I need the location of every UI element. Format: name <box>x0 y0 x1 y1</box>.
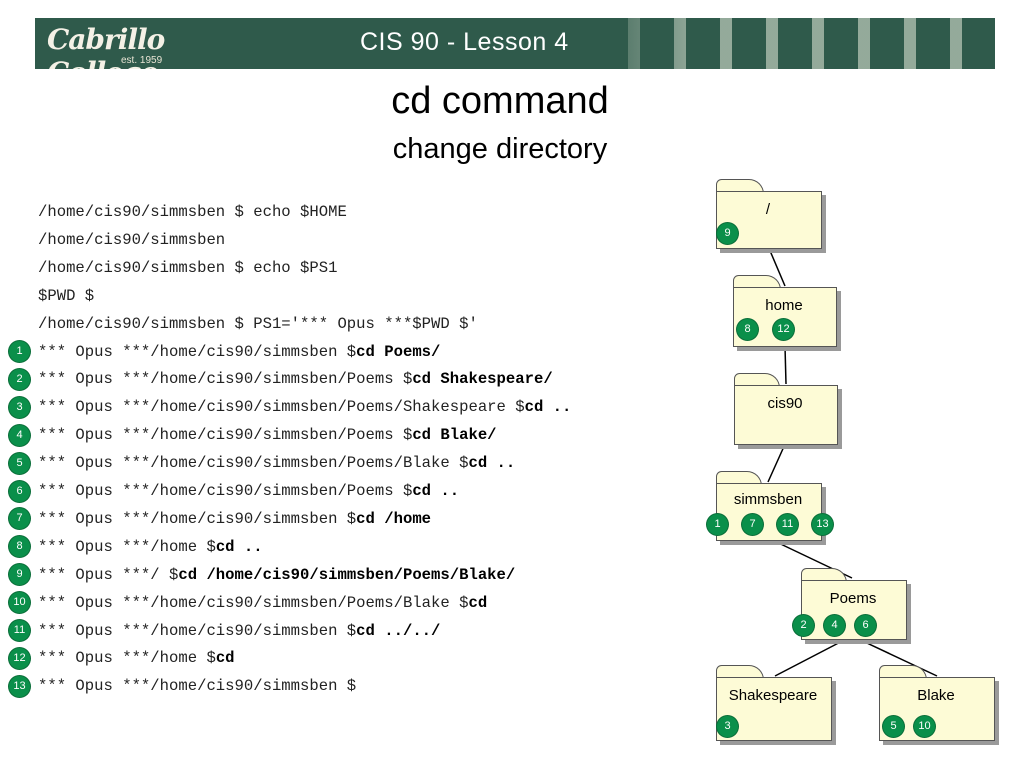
logo-text: Cabrillo College <box>47 23 165 69</box>
terminal-prompt: $PWD $ <box>38 286 95 305</box>
folder-cis90: cis90 <box>734 373 842 449</box>
step-number-badge: 13 <box>812 514 833 535</box>
folder-label: simmsben <box>733 491 803 508</box>
step-number-badge: 6 <box>855 615 876 636</box>
folder-blake: Blake <box>879 665 999 745</box>
terminal-line: /home/cis90/simmsben $ echo $HOME <box>38 200 347 224</box>
terminal-line: *** Opus ***/home/cis90/simmsben/Poems $… <box>38 367 553 391</box>
terminal-line: *** Opus ***/home/cis90/simmsben/Poems $… <box>38 423 497 447</box>
terminal-line: *** Opus ***/home/cis90/simmsben/Poems/S… <box>38 395 571 419</box>
step-number-badge: 4 <box>9 424 30 446</box>
terminal-command: cd .. <box>468 454 516 473</box>
college-logo: Cabrillo College est. 1959 <box>41 22 239 69</box>
terminal-prompt: /home/cis90/simmsben $ echo $HOME <box>38 203 347 221</box>
folder-label: Shakespeare <box>728 687 818 704</box>
step-number-badge: 8 <box>737 319 758 340</box>
terminal-prompt: /home/cis90/simmsben $ PS1='*** Opus ***… <box>38 314 478 333</box>
terminal-prompt: *** Opus ***/home $ <box>38 537 216 556</box>
folder-body-icon <box>734 385 838 445</box>
terminal-prompt: *** Opus ***/home/cis90/simmsben/Poems $ <box>38 482 413 500</box>
step-number-badge: 2 <box>9 368 30 390</box>
step-number-badge: 9 <box>717 223 738 244</box>
step-number-badge: 3 <box>9 396 30 418</box>
header-banner: Cabrillo College est. 1959 CIS 90 - Less… <box>35 18 995 69</box>
terminal-prompt: *** Opus ***/home/cis90/simmsben $ <box>38 621 357 640</box>
terminal-prompt: *** Opus ***/home/cis90/simmsben $ <box>38 342 357 361</box>
folder-body-icon <box>716 483 822 541</box>
terminal-line: $PWD $ <box>38 284 94 308</box>
terminal-command: cd <box>468 593 488 612</box>
step-number-badge: 6 <box>9 480 30 502</box>
folder-body-icon <box>801 580 907 640</box>
terminal-prompt: *** Opus ***/home/cis90/simmsben/Poems/B… <box>38 454 469 473</box>
step-number-badge: 2 <box>793 615 814 636</box>
step-number-badge: 7 <box>9 508 30 530</box>
banner-fade <box>575 18 695 69</box>
terminal-prompt: *** Opus ***/home/cis90/simmsben $ <box>38 677 357 696</box>
terminal-line: *** Opus ***/ $cd /home/cis90/simmsben/P… <box>38 563 515 587</box>
terminal-line: *** Opus ***/home/cis90/simmsben/Poems/B… <box>38 591 487 615</box>
folder-label: home <box>765 297 803 314</box>
step-number-badge: 5 <box>9 452 30 474</box>
folder-label: / <box>765 201 771 218</box>
terminal-command: cd <box>215 649 235 668</box>
terminal-line: *** Opus ***/home/cis90/simmsben/Poems $… <box>38 479 459 503</box>
logo-est: est. 1959 <box>121 55 163 66</box>
terminal-prompt: /home/cis90/simmsben <box>38 230 226 249</box>
step-number-badge: 8 <box>9 536 30 558</box>
step-number-badge: 10 <box>9 592 30 614</box>
step-number-badge: 9 <box>9 564 30 586</box>
terminal-prompt: *** Opus ***/home/cis90/simmsben/Poems/B… <box>38 593 469 612</box>
terminal-line: *** Opus ***/home/cis90/simmsben/Poems/B… <box>38 451 515 475</box>
terminal-prompt: *** Opus ***/ $ <box>38 565 179 584</box>
terminal-command: cd /home/cis90/simmsben/Poems/Blake/ <box>178 565 516 584</box>
terminal-line: *** Opus ***/home/cis90/simmsben $cd Poe… <box>38 340 440 364</box>
terminal-line: *** Opus ***/home/cis90/simmsben $cd /ho… <box>38 507 431 531</box>
terminal-line: /home/cis90/simmsben $ PS1='*** Opus ***… <box>38 312 478 336</box>
course-title: CIS 90 - Lesson 4 <box>360 28 569 56</box>
terminal-prompt: *** Opus ***/home/cis90/simmsben/Poems $ <box>38 426 413 445</box>
terminal-line: *** Opus ***/home/cis90/simmsben $cd ../… <box>38 619 440 643</box>
slide-title: cd command <box>391 80 609 122</box>
step-number-badge: 13 <box>9 675 30 697</box>
terminal-prompt: *** Opus ***/home $ <box>38 649 216 668</box>
terminal-command: cd .. <box>215 537 263 556</box>
step-number-badge: 5 <box>883 716 904 737</box>
terminal-command: cd Blake/ <box>412 426 497 445</box>
folder-simmsben: simmsben <box>716 471 826 545</box>
terminal-command: cd .. <box>524 398 572 417</box>
terminal-prompt: /home/cis90/simmsben $ echo $PS1 <box>38 258 338 277</box>
terminal-command: cd Shakespeare/ <box>412 370 553 389</box>
terminal-prompt: *** Opus ***/home/cis90/simmsben/Poems $ <box>38 370 413 389</box>
step-number-badge: 10 <box>914 716 935 737</box>
terminal-command: cd ../../ <box>356 621 441 640</box>
terminal-line: *** Opus ***/home $cd <box>38 646 235 670</box>
step-number-badge: 4 <box>824 615 845 636</box>
terminal-line: /home/cis90/simmsben <box>38 228 225 252</box>
terminal-command: cd /home <box>356 509 432 528</box>
folder-label: Blake <box>917 687 955 704</box>
step-number-badge: 11 <box>777 514 798 535</box>
terminal-command: cd Poems/ <box>356 342 441 361</box>
terminal-prompt: *** Opus ***/home/cis90/simmsben $ <box>38 509 357 528</box>
terminal-command: cd .. <box>412 482 460 500</box>
step-number-badge: 1 <box>9 341 30 362</box>
terminal-line: *** Opus ***/home $cd .. <box>38 535 263 559</box>
step-number-badge: 1 <box>707 514 728 535</box>
slide-subtitle: change directory <box>392 133 608 165</box>
step-number-badge: 12 <box>773 319 794 340</box>
folder-label: Poems <box>829 590 877 607</box>
folder-poems: Poems <box>801 568 911 644</box>
step-number-badge: 3 <box>717 716 738 737</box>
terminal-line: /home/cis90/simmsben $ echo $PS1 <box>38 256 337 280</box>
step-number-badge: 7 <box>742 514 763 535</box>
step-number-badge: 11 <box>9 620 30 641</box>
step-number-badge: 12 <box>9 647 30 669</box>
terminal-line: *** Opus ***/home/cis90/simmsben $ <box>38 674 356 698</box>
terminal-prompt: *** Opus ***/home/cis90/simmsben/Poems/S… <box>38 398 525 417</box>
folder-label: cis90 <box>767 395 803 412</box>
